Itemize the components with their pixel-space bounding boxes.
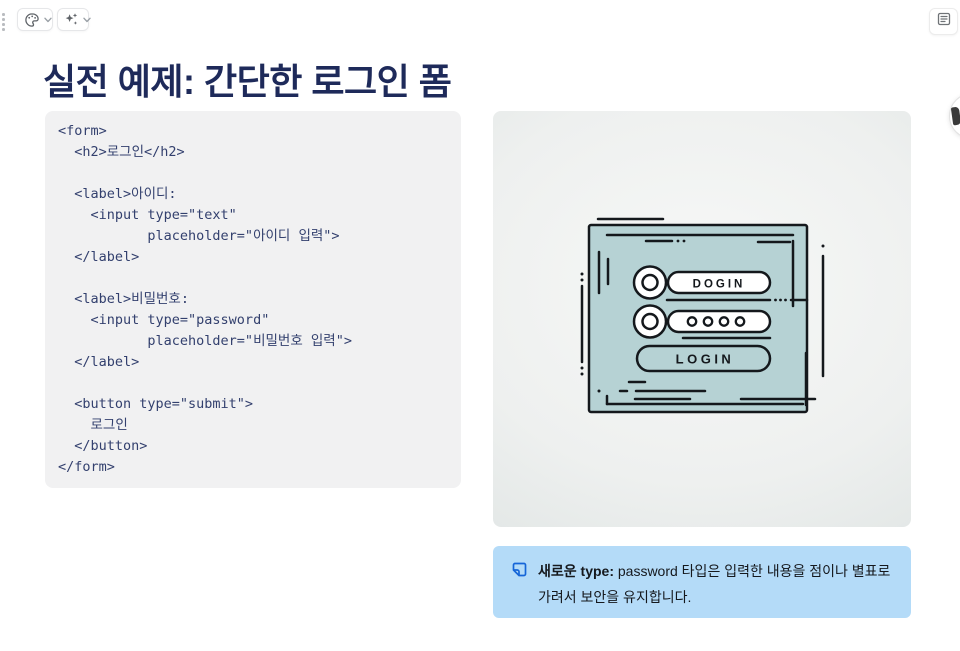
chevron-down-icon (44, 17, 52, 23)
illus-username-label: DOGIN (693, 279, 746, 291)
card-notes-button[interactable] (929, 8, 958, 35)
login-lineart: DOGIN LOGIN (580, 217, 825, 414)
page-title: 실전 예제: 간단한 로그인 폼 (43, 61, 452, 103)
document-icon (936, 11, 952, 32)
note-icon (511, 561, 528, 583)
illus-login-label: LOGIN (676, 352, 735, 367)
callout-text: 새로운 type: password 타입은 입력한 내용을 점이나 별표로 가… (538, 558, 895, 610)
callout-lead: 새로운 type: (538, 563, 614, 579)
ai-edit-button[interactable] (57, 8, 91, 31)
drag-handle[interactable] (2, 13, 8, 31)
reaction-fab-button[interactable] (949, 93, 960, 139)
info-callout: 새로운 type: password 타입은 입력한 내용을 점이나 별표로 가… (493, 546, 911, 618)
login-form-illustration: DOGIN LOGIN (493, 111, 911, 527)
sparkles-icon (64, 12, 79, 27)
palette-icon (24, 12, 40, 28)
html-code: <form> <h2>로그인</h2> <label>아이디: <input t… (58, 123, 352, 475)
reaction-icon (950, 106, 960, 126)
callout-body: password 타입은 입력한 내용을 점이나 별표로 가려서 보안을 유지합… (538, 563, 891, 605)
chevron-down-icon (83, 17, 91, 23)
theme-palette-button[interactable] (17, 8, 53, 31)
code-block-card: <form> <h2>로그인</h2> <label>아이디: <input t… (45, 111, 461, 488)
